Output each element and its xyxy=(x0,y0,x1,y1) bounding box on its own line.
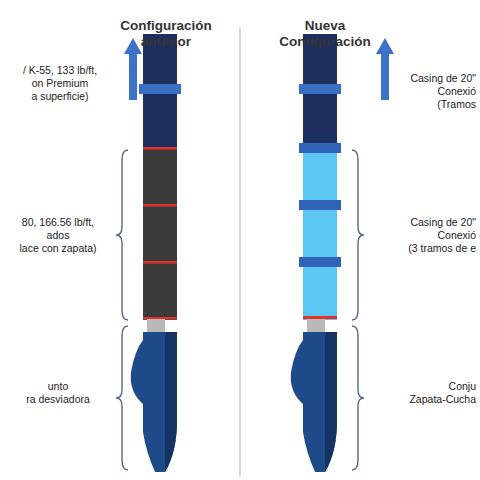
divider-line xyxy=(239,28,241,476)
shoe-whipstock-assembly xyxy=(131,319,177,472)
casing-spec-label: / K-55, 133 lb/ft,on Premiuma superficie… xyxy=(23,64,97,103)
upward-arrow xyxy=(376,38,394,100)
casing-spec-label: Casing de 20"Conexió(Tramos xyxy=(410,72,476,111)
column-title: NuevaConfiguración xyxy=(279,18,371,50)
brace xyxy=(116,150,364,470)
casing-spec-label: 80, 166.56 lb/ft,adoslace con zapata) xyxy=(19,216,96,255)
casing-spec-label: Casing de 20"Conexió(3 tramos de e xyxy=(408,216,476,255)
assembly-label: ConjuZapata-Cucha xyxy=(409,380,476,406)
shoe-whipstock-assembly xyxy=(291,319,337,472)
old-casing-string xyxy=(139,34,181,320)
new-casing-string xyxy=(299,34,341,320)
upward-arrow xyxy=(124,38,142,100)
assembly-label: untora desviadora xyxy=(26,380,90,406)
column-title: Configuraciónanterior xyxy=(120,18,212,50)
